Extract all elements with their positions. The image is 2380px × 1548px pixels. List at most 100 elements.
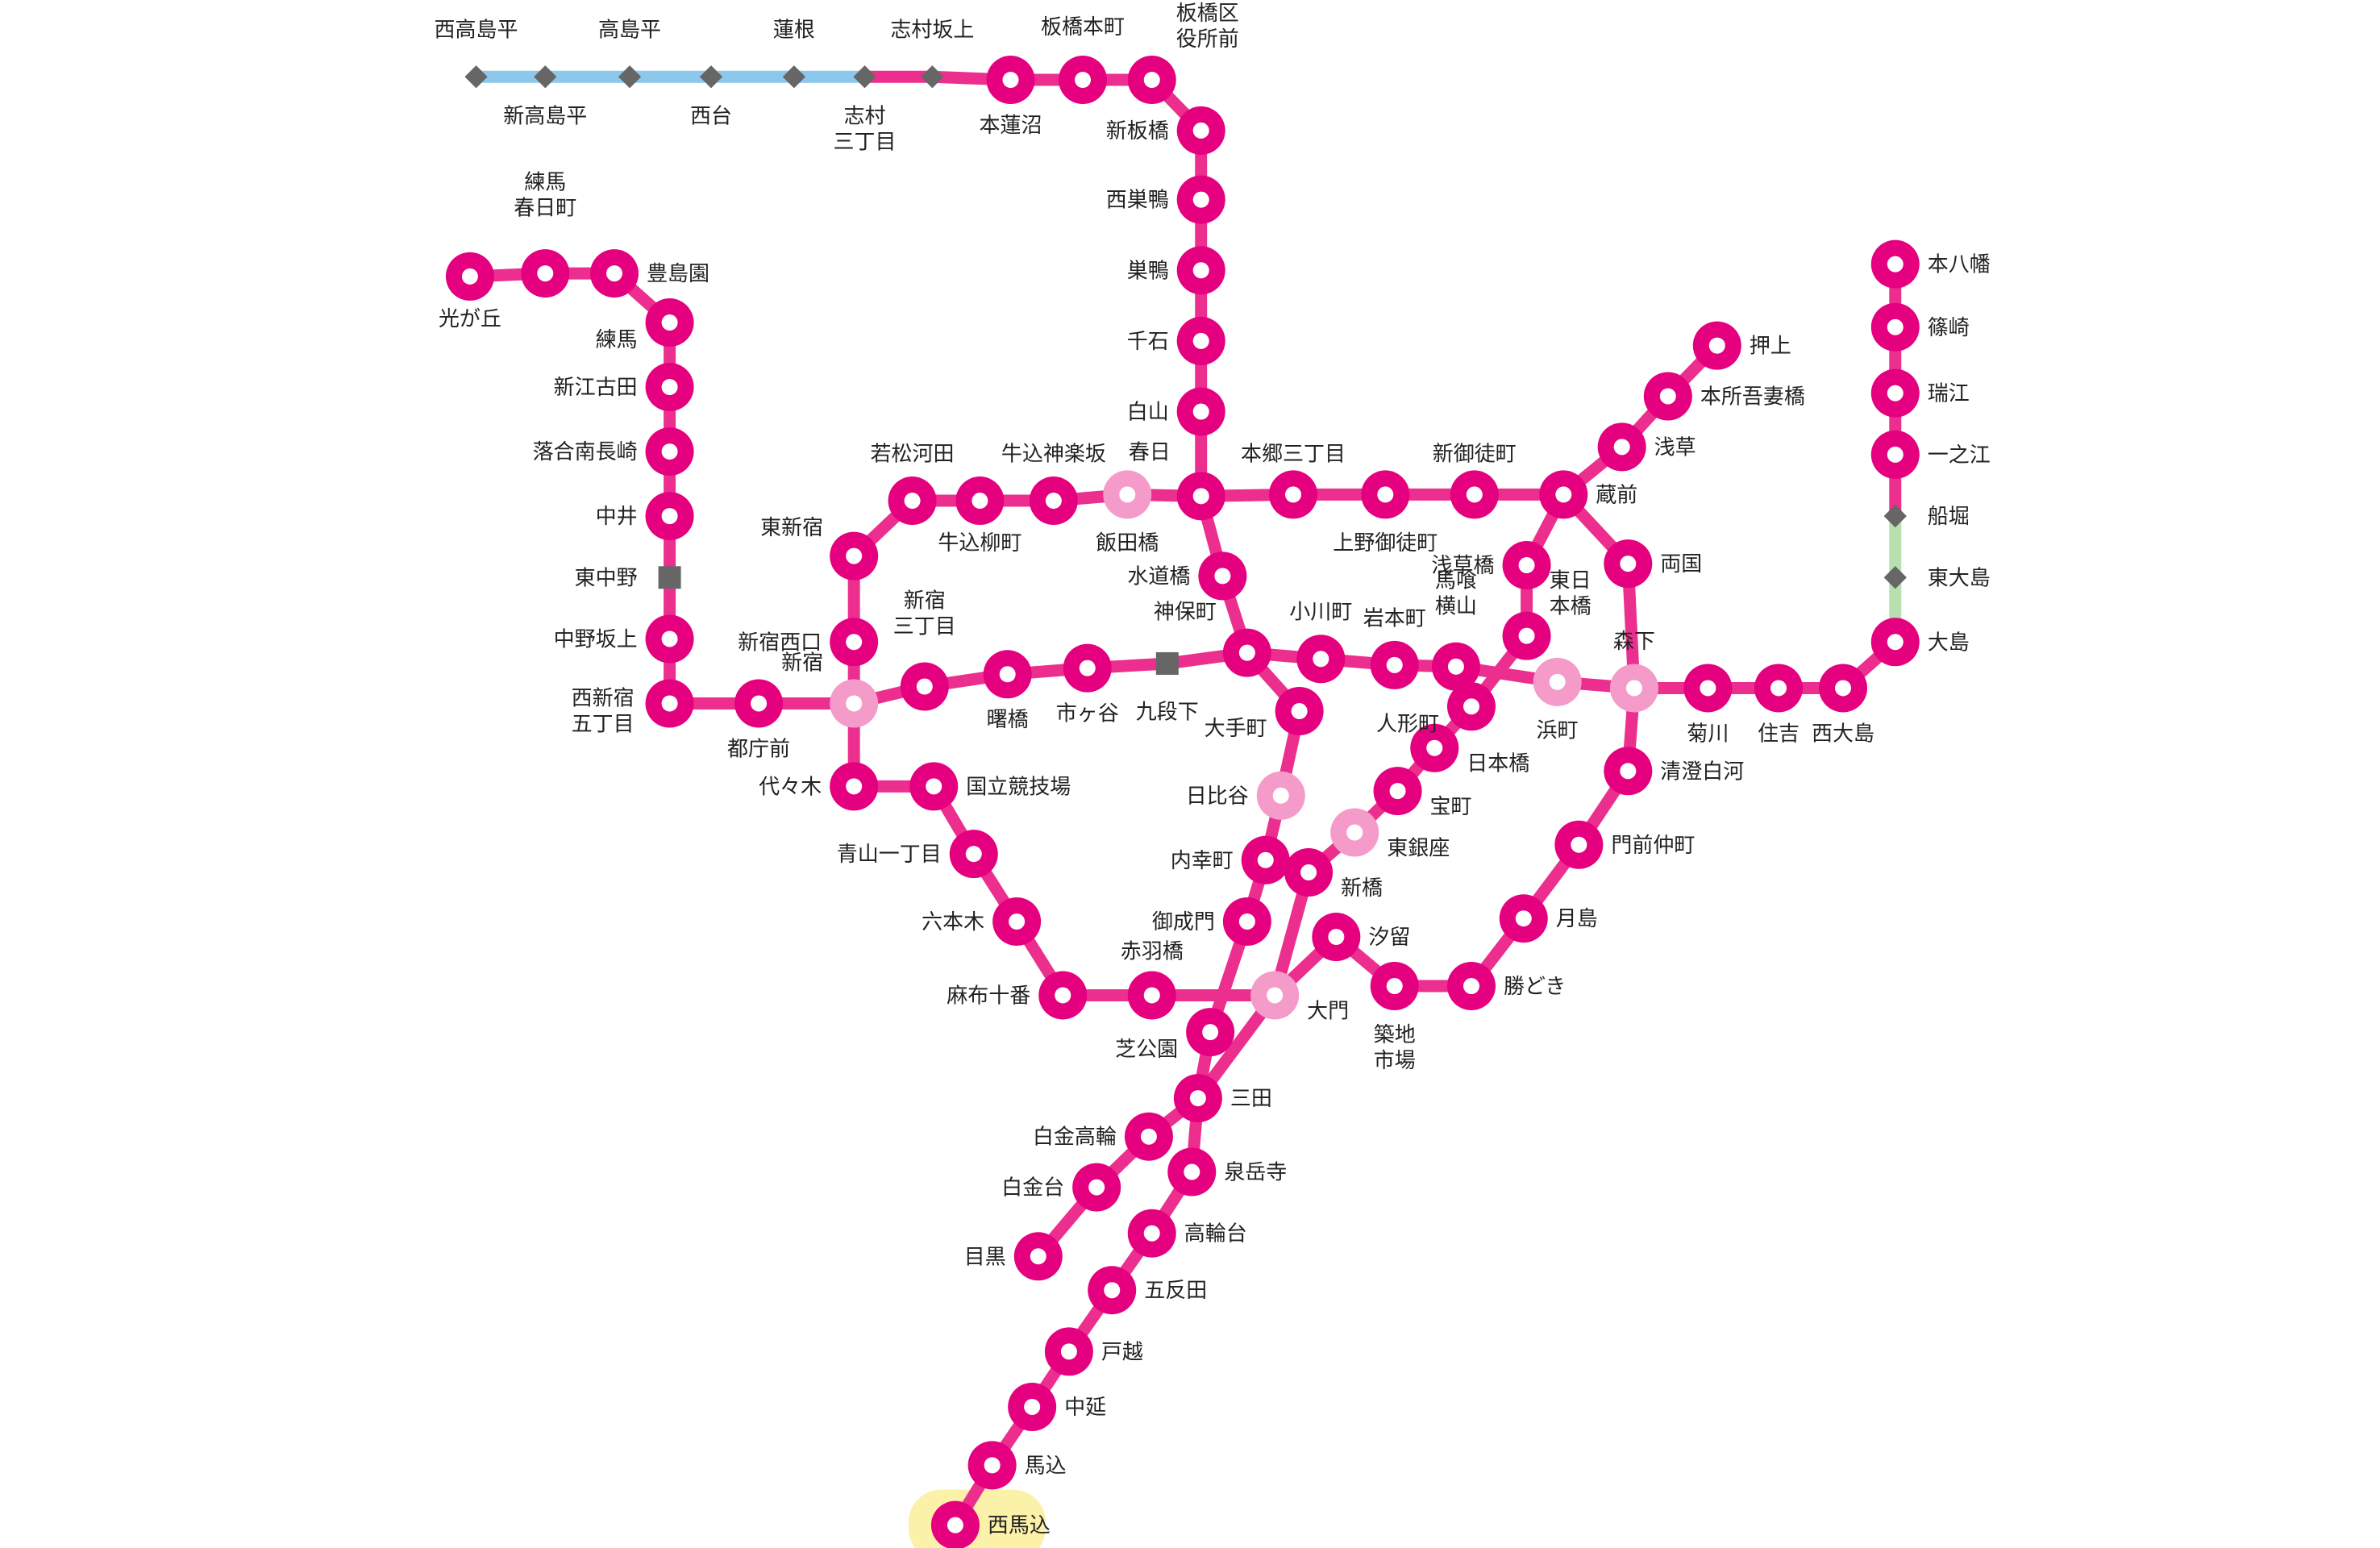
station-sugamo[interactable]	[1176, 246, 1225, 295]
station-toshimaen[interactable]	[590, 249, 639, 298]
station-higashinakano[interactable]	[658, 566, 681, 589]
station-azabujuban[interactable]	[1038, 971, 1088, 1020]
station-roppongi[interactable]	[992, 897, 1042, 946]
station-higashiojima[interactable]	[1883, 566, 1907, 589]
station-mita[interactable]	[1173, 1074, 1222, 1123]
station-sumiyoshi[interactable]	[1754, 664, 1803, 713]
station-togoshi[interactable]	[1044, 1327, 1093, 1376]
station-funabori[interactable]	[1883, 504, 1907, 528]
station-ichigaya[interactable]	[1063, 643, 1112, 693]
station-meguro[interactable]	[1013, 1232, 1063, 1281]
station-sengoku[interactable]	[1176, 316, 1225, 365]
station-higashinihombashi[interactable]	[1502, 611, 1551, 660]
station-magome[interactable]	[967, 1441, 1017, 1490]
station-shinegota[interactable]	[645, 363, 694, 412]
station-shirokanedai[interactable]	[1072, 1163, 1121, 1212]
station-nakanobu[interactable]	[1008, 1382, 1057, 1431]
station-aoyamaitchome[interactable]	[949, 830, 998, 879]
station-asakusabashi[interactable]	[1502, 541, 1551, 590]
station-gotanda[interactable]	[1088, 1266, 1137, 1315]
station-motohasunuma[interactable]	[986, 56, 1035, 105]
station-takashimadaira[interactable]	[618, 65, 642, 89]
station-ryogoku[interactable]	[1604, 539, 1653, 589]
station-uenookachimachi[interactable]	[1361, 470, 1410, 519]
station-shinjukunishiguchi[interactable]	[830, 618, 879, 667]
station-mizue[interactable]	[1870, 368, 1920, 418]
station-shirokanetakanawa[interactable]	[1124, 1112, 1173, 1161]
station-ojima[interactable]	[1870, 618, 1920, 667]
station-nishisugamo[interactable]	[1176, 175, 1225, 224]
station-wakamatsukawada[interactable]	[888, 476, 937, 526]
station-takanawadai[interactable]	[1127, 1209, 1176, 1258]
station-shiodome[interactable]	[1312, 913, 1361, 962]
station-itabashikuyakushomae[interactable]	[1127, 56, 1176, 105]
station-kiyosumishirakawa[interactable]	[1604, 747, 1653, 796]
station-nishiojima[interactable]	[1819, 664, 1867, 713]
station-hongosanchome[interactable]	[1269, 470, 1318, 519]
station-otemachi[interactable]	[1275, 687, 1324, 736]
station-kachidoki[interactable]	[1446, 962, 1496, 1011]
station-nerimakasugacho[interactable]	[521, 249, 570, 298]
station-hasune[interactable]	[782, 65, 806, 89]
station-motoyawata[interactable]	[1870, 239, 1920, 289]
station-nishishinjuku5[interactable]	[645, 679, 694, 728]
station-higashishinjuku[interactable]	[830, 531, 879, 580]
station-hibiya[interactable]	[1256, 771, 1305, 820]
station-iidabashi[interactable]	[1103, 470, 1152, 519]
station-ichinoe[interactable]	[1870, 430, 1920, 479]
station-shinitabashi[interactable]	[1176, 106, 1225, 155]
station-higashiginza[interactable]	[1330, 808, 1379, 857]
station-onarimon[interactable]	[1222, 897, 1271, 946]
station-shinjukusanchome[interactable]	[900, 662, 949, 711]
station-nihombashi[interactable]	[1410, 723, 1459, 772]
station-bakuroyokoyama[interactable]	[1431, 642, 1480, 691]
station-ningyocho[interactable]	[1446, 682, 1496, 731]
station-kudanshita[interactable]	[1155, 651, 1179, 675]
station-center-dot	[1620, 763, 1637, 780]
station-oshiage[interactable]	[1692, 321, 1741, 370]
station-akebonobashi[interactable]	[983, 650, 1032, 699]
station-shinozaki[interactable]	[1870, 302, 1920, 352]
station-hakusan[interactable]	[1176, 387, 1225, 436]
station-kikukawa[interactable]	[1683, 664, 1733, 713]
station-shintakashimadaira[interactable]	[534, 65, 557, 89]
station-akabanebashi[interactable]	[1127, 971, 1176, 1020]
station-shinokachimachi[interactable]	[1450, 470, 1499, 519]
station-nishimagome[interactable]	[930, 1500, 980, 1548]
station-ushigomeyanagicho[interactable]	[955, 476, 1005, 526]
station-nerima[interactable]	[645, 298, 694, 347]
station-ushigomekagurazaka[interactable]	[1029, 476, 1078, 526]
station-shimura3[interactable]	[853, 65, 876, 89]
station-tsukijishijo[interactable]	[1370, 962, 1419, 1011]
station-honjoazumabashi[interactable]	[1643, 372, 1692, 421]
station-kokuritsukyogijo[interactable]	[909, 762, 959, 811]
station-takaracho[interactable]	[1373, 767, 1422, 816]
station-nakai[interactable]	[645, 492, 694, 541]
station-nakanosakaue[interactable]	[645, 614, 694, 664]
station-tsukishima[interactable]	[1499, 894, 1548, 943]
station-shibakoen[interactable]	[1186, 1008, 1235, 1057]
station-uchisaiwaicho[interactable]	[1241, 835, 1290, 884]
station-kasuga[interactable]	[1176, 472, 1225, 521]
station-yoyogi[interactable]	[830, 762, 879, 811]
station-kuramae[interactable]	[1539, 470, 1588, 519]
station-monzennakacho[interactable]	[1554, 820, 1604, 869]
station-hikarigaoka[interactable]	[445, 252, 494, 301]
station-shimbashi[interactable]	[1284, 848, 1334, 897]
station-shinjuku[interactable]	[830, 679, 879, 728]
station-ochiaiminaminagasaki[interactable]	[645, 427, 694, 476]
station-asakusa[interactable]	[1597, 422, 1646, 472]
station-sengakuji[interactable]	[1167, 1147, 1217, 1196]
station-nishidai[interactable]	[699, 65, 723, 89]
station-hamacho[interactable]	[1533, 657, 1582, 706]
station-shimurasakaue[interactable]	[921, 65, 944, 89]
station-suidobashi[interactable]	[1198, 551, 1247, 601]
station-jimbocho[interactable]	[1222, 628, 1271, 677]
station-tochomae[interactable]	[734, 679, 784, 728]
station-ogawamachi[interactable]	[1296, 635, 1346, 684]
station-nishitakashimadaira[interactable]	[464, 65, 488, 89]
station-morishita[interactable]	[1609, 664, 1658, 713]
station-daimon[interactable]	[1250, 971, 1300, 1020]
station-itabashihoncho[interactable]	[1059, 56, 1108, 105]
station-iwamotocho[interactable]	[1370, 640, 1419, 689]
